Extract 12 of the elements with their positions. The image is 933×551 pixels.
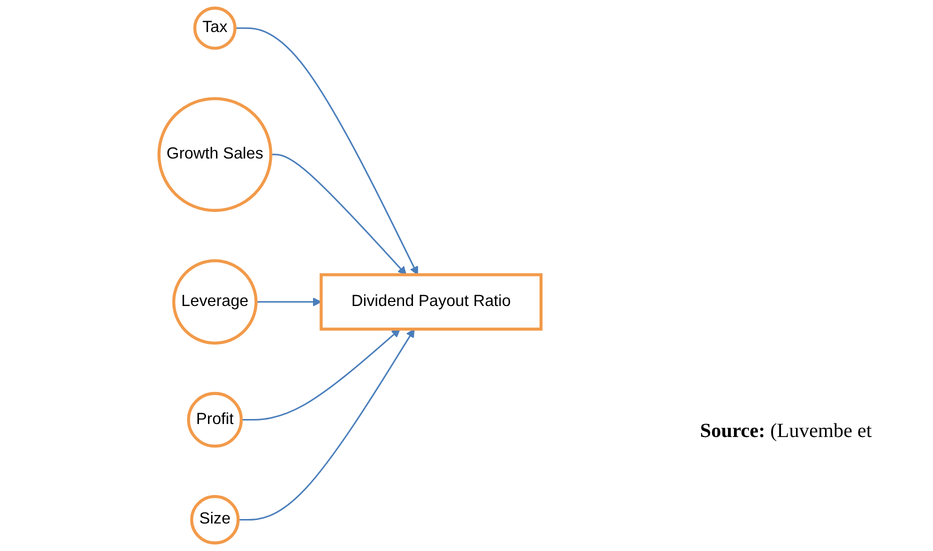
- arrow: [256, 298, 322, 306]
- node-circle: Growth Sales: [157, 97, 272, 212]
- arrow: [241, 328, 400, 421]
- node-box: Dividend Payout Ratio: [320, 273, 543, 331]
- node-circle: Tax: [193, 6, 236, 50]
- node-circle: Size: [190, 494, 240, 544]
- source-note: Source: (Luvembe et: [700, 420, 873, 443]
- node-circle: Profit: [187, 392, 243, 448]
- arrow: [235, 27, 418, 276]
- node-circle: Leverage: [172, 259, 258, 345]
- arrow: [238, 328, 415, 520]
- arrow: [270, 154, 407, 276]
